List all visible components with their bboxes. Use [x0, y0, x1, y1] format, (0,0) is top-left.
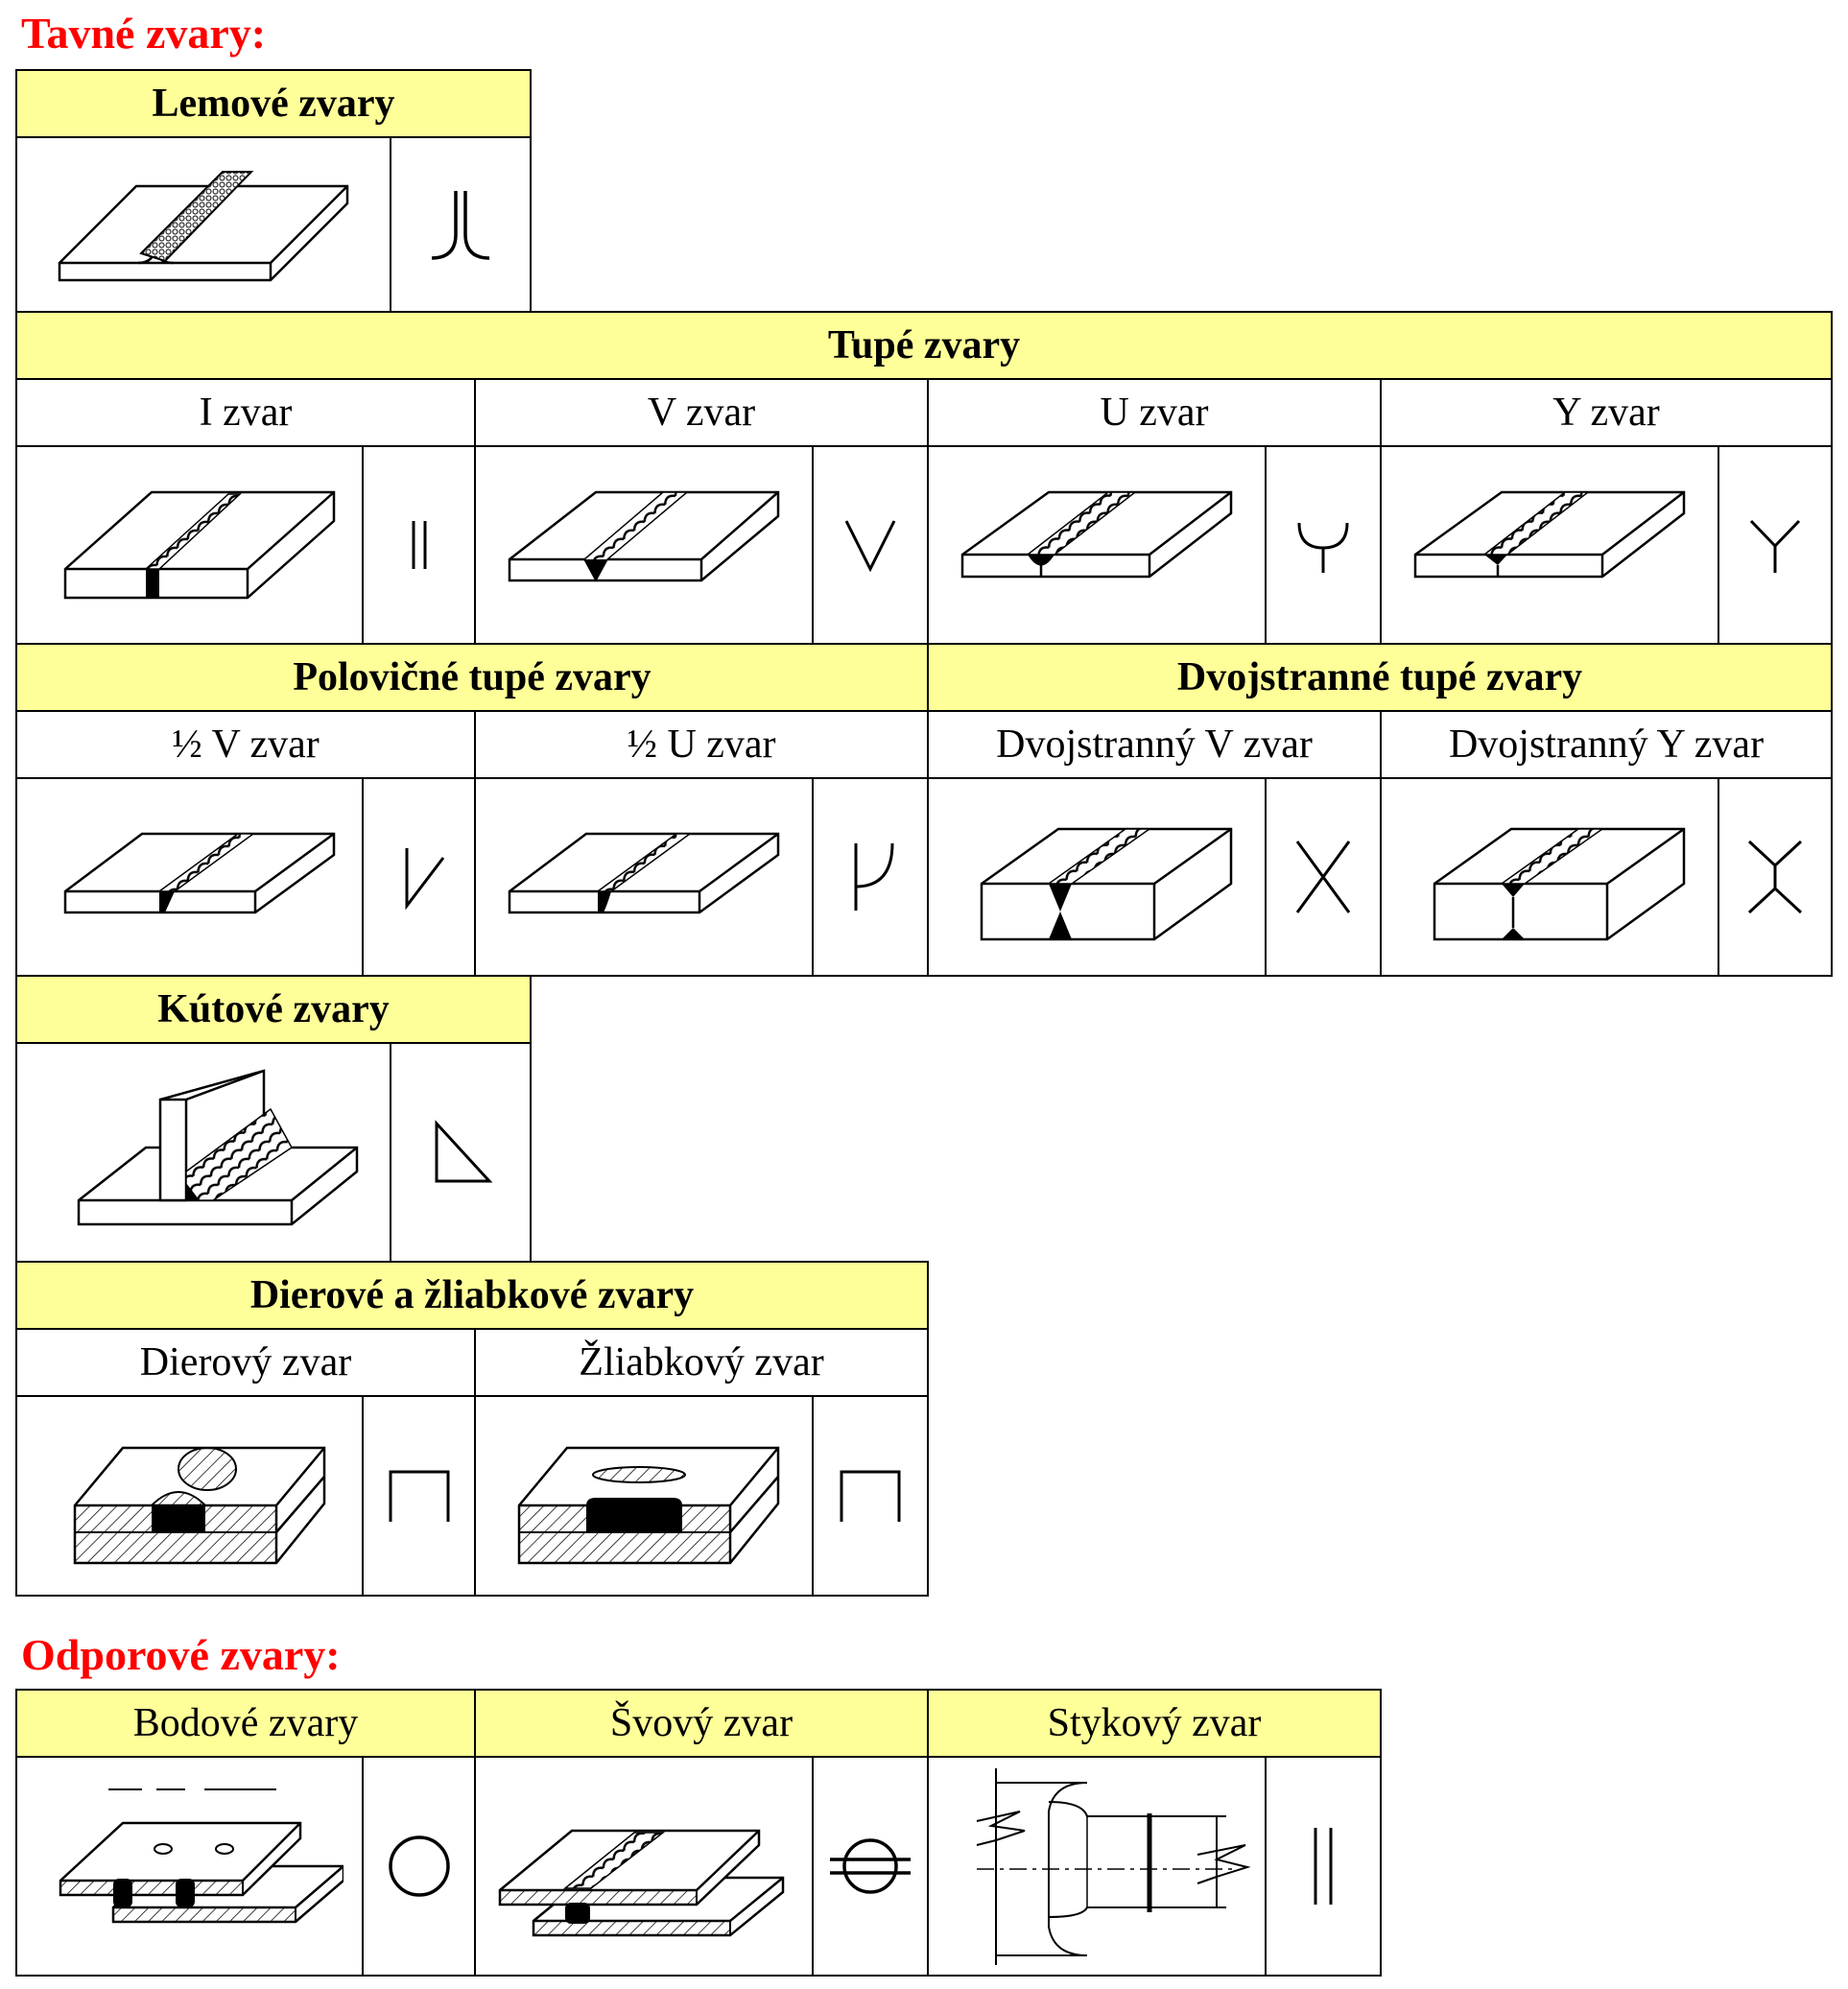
double-y-illustration	[1380, 777, 1719, 977]
butt-resistance-label: Stykový zvar	[927, 1689, 1382, 1758]
fillet-welds-header: Kútové zvary	[15, 975, 532, 1044]
plug-hole-illustration	[15, 1395, 364, 1597]
butt-v-label: V zvar	[474, 378, 929, 447]
plug-slot-illustration	[474, 1395, 814, 1597]
half-butt-welds-header: Polovičné tupé zvary	[15, 643, 929, 712]
butt-welds-header: Tupé zvary	[15, 311, 1833, 380]
butt-i-label: I zvar	[15, 378, 476, 447]
butt-y-symbol	[1718, 445, 1833, 645]
butt-u-symbol	[1265, 445, 1382, 645]
butt-u-label: U zvar	[927, 378, 1382, 447]
spot-weld-illustration	[15, 1756, 364, 1977]
edge-welds-header: Lemové zvary	[15, 69, 532, 138]
double-v-label: Dvojstranný V zvar	[927, 710, 1382, 779]
half-v-label: ½ V zvar	[15, 710, 476, 779]
butt-resistance-illustration	[927, 1756, 1267, 1977]
butt-i-symbol	[362, 445, 476, 645]
spot-welds-label: Bodové zvary	[15, 1689, 476, 1758]
half-u-label: ½ U zvar	[474, 710, 929, 779]
half-u-symbol	[812, 777, 929, 977]
fillet-weld-symbol	[390, 1042, 532, 1263]
spot-weld-symbol	[362, 1756, 476, 1977]
seam-weld-symbol	[812, 1756, 929, 1977]
double-butt-welds-header: Dvojstranné tupé zvary	[927, 643, 1833, 712]
seam-weld-label: Švový zvar	[474, 1689, 929, 1758]
plug-welds-header: Dierové a žliabkové zvary	[15, 1261, 929, 1330]
butt-v-symbol	[812, 445, 929, 645]
butt-y-label: Y zvar	[1380, 378, 1833, 447]
double-y-label: Dvojstranný Y zvar	[1380, 710, 1833, 779]
butt-u-illustration	[927, 445, 1267, 645]
half-v-symbol	[362, 777, 476, 977]
butt-i-illustration	[15, 445, 364, 645]
half-u-illustration	[474, 777, 814, 977]
double-v-illustration	[927, 777, 1267, 977]
plug-hole-symbol	[362, 1395, 476, 1597]
edge-weld-symbol	[390, 136, 532, 313]
double-y-symbol	[1718, 777, 1833, 977]
seam-weld-illustration	[474, 1756, 814, 1977]
double-v-symbol	[1265, 777, 1382, 977]
plug-hole-label: Dierový zvar	[15, 1328, 476, 1397]
butt-v-illustration	[474, 445, 814, 645]
fillet-weld-illustration	[15, 1042, 391, 1263]
section-title-resistance: Odporové zvary:	[21, 1630, 341, 1679]
butt-y-illustration	[1380, 445, 1719, 645]
section-title-fusion: Tavné zvary:	[21, 9, 267, 58]
plug-slot-label: Žliabkový zvar	[474, 1328, 929, 1397]
edge-weld-illustration	[15, 136, 391, 313]
half-v-illustration	[15, 777, 364, 977]
plug-slot-symbol	[812, 1395, 929, 1597]
butt-resistance-symbol	[1265, 1756, 1382, 1977]
